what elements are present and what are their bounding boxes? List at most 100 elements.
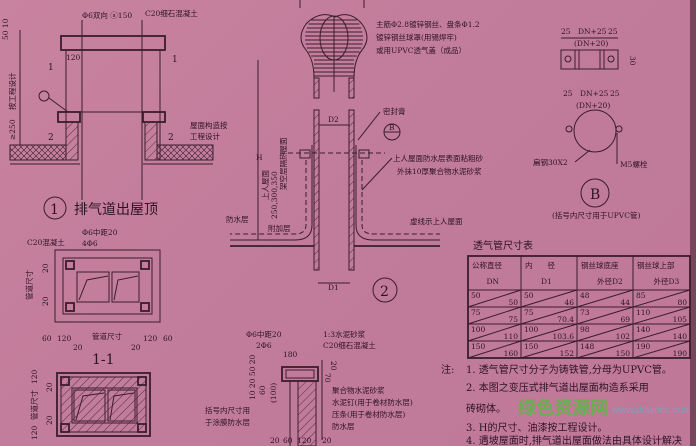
table-cell-numerator: 150 (471, 342, 486, 351)
note-item: 1. 透气管尺寸分子为铸铁管,分母为UPVC管。 (466, 363, 672, 376)
dim: 20 (270, 436, 280, 445)
concrete-label: C20混凝土 (27, 237, 65, 247)
dim: 120 (57, 334, 72, 343)
dim-dn20: (DN+20) (576, 101, 610, 110)
table-cell-denominator: 105 (673, 315, 688, 324)
table-cell-numerator: 100 (524, 325, 539, 334)
roof-insulation-right (156, 144, 214, 161)
table-cell-numerator: 98 (580, 325, 590, 334)
dim-120: 120 (66, 53, 81, 62)
table-header: 内 径 (525, 260, 555, 270)
top-slab (60, 35, 166, 51)
table-cell-numerator: 85 (636, 291, 646, 300)
pipe-size-label: 管道尺寸 (92, 331, 122, 341)
dim: 60 (42, 334, 52, 343)
table-header: 公称直径 (472, 260, 502, 270)
cell-divider (632, 340, 691, 359)
roof-note: 屋面构造按 (190, 120, 228, 130)
cell-divider (467, 289, 522, 308)
dim: 20 (73, 343, 83, 352)
note-item: 3. H的尺寸、油漆按工程设计。 (466, 421, 607, 434)
table-cell-numerator: 110 (636, 308, 651, 317)
level-mark-icon (38, 90, 50, 102)
table-cell-numerator: 75 (471, 308, 481, 317)
cell-divider (576, 323, 634, 342)
table-cell-numerator: 140 (636, 325, 651, 334)
dims-left: 10 20 50 20 (248, 354, 257, 400)
table-cell-numerator: 190 (636, 342, 651, 351)
table-cell-denominator: 46 (564, 298, 574, 307)
detail-b-title: B (590, 187, 600, 203)
dim-20: 20 (329, 361, 338, 371)
strip-label: 压条(用于卷材防水层) (332, 409, 405, 419)
table-cell-denominator: 103.6 (553, 332, 575, 341)
clamp-ring (573, 109, 617, 153)
section-mark: 1 (48, 63, 54, 73)
note-item: 4. 遇坡屋面时,排气道出屋面做法由具体设计解决 (466, 434, 682, 446)
detail-b-circle (580, 178, 610, 208)
dim-250: ≥250 (8, 119, 17, 140)
cap-detail: Φ6中距20 2Φ6 1:3水泥砂浆 C20细石混凝土 180 20 70 10… (205, 329, 413, 446)
note-item: 2. 本图之变压式排气道出屋面构造系采用 (466, 381, 649, 394)
detail-number-circle (43, 196, 67, 220)
stirrup-label: Φ6中距20 (82, 227, 118, 237)
clamp-plan (560, 49, 619, 70)
table-cell-numerator: 48 (580, 291, 590, 300)
waterproof-label: 防水层 (332, 421, 355, 431)
table-title: 透气管尺寸表 (473, 239, 533, 252)
vertical-label: 架空层隔热屋面 (278, 137, 288, 190)
dim-25: 25 (561, 27, 571, 36)
dim-h: H (256, 153, 263, 162)
dim: 60 (283, 436, 293, 445)
pipe-size-label: 管道尺寸 (24, 270, 34, 300)
detail-b-clamp: 25 DN+25 (DN+20) 25 30 25 DN+25 (DN+20) … (533, 27, 648, 220)
dim-height: 按工程设计 (7, 72, 17, 110)
detail-number-circle (372, 277, 398, 303)
dim-70: 70 (323, 373, 332, 383)
upvc-note: (括号内尺寸用于UPVC管) (552, 210, 640, 220)
table-cell-denominator: 69 (620, 315, 630, 324)
table-cell-denominator: 160 (504, 349, 519, 358)
dim-120: 120 (30, 369, 39, 384)
cell-divider (520, 340, 578, 359)
dim: 20 (322, 436, 332, 445)
rebar-label: Φ6双向 ⓐ150 (82, 10, 132, 20)
cell-divider (467, 340, 522, 359)
table-cell-denominator: 110 (504, 332, 519, 341)
section-mark: 2 (168, 133, 174, 143)
concrete-label: C20细石混凝土 (323, 340, 376, 350)
section-1-1: C20混凝土 Φ6中距20 4Φ6 管道尺寸 20 20 60 120 20 2… (24, 227, 173, 368)
d2-label: D2 (328, 115, 339, 124)
cell-divider (632, 323, 691, 342)
section-mark: 1 (172, 55, 178, 65)
nail-label: 水泥钉(用于卷材防水层) (332, 397, 413, 407)
rebar-label: 4Φ6 (82, 239, 98, 248)
table-header-sub: DN (487, 277, 500, 286)
dim: 120 (297, 436, 312, 445)
cell-divider (520, 306, 578, 325)
detail-number: 1 (50, 202, 59, 218)
dashed-note: 虚线示上人屋面 (410, 216, 463, 226)
table-cell-numerator: 50 (471, 291, 481, 300)
cell-divider (576, 306, 634, 325)
dim-120: 120 (30, 425, 39, 440)
cell-divider (632, 289, 691, 308)
dim-top: 50 10 (1, 18, 10, 40)
additional-layer-label: 附加层 (268, 223, 291, 233)
cell-divider (576, 340, 634, 359)
table-cell-denominator: 152 (560, 349, 575, 358)
notes: 注: 1. 透气管尺寸分子为铸铁管,分母为UPVC管。 2. 本图之变压式排气道… (441, 363, 682, 446)
d1-label: D1 (328, 283, 339, 292)
table-header: 钢丝球上部 (637, 260, 675, 270)
page-edge (690, 0, 696, 446)
roof-note: 工程设计 (190, 131, 220, 141)
ball-note: 或用UPVC透气盖（成品） (376, 45, 466, 55)
note-item: 砖砌体。 (466, 402, 506, 415)
sealant-label: 密封膏 (383, 106, 406, 116)
dim-dn25: DN+25 (578, 27, 607, 36)
pipe-wall-left (313, 109, 320, 271)
dim-dn25: DN+25 (580, 89, 609, 98)
table-cell-denominator: 150 (616, 349, 631, 358)
table-header-sub: 外径D2 (597, 276, 623, 286)
